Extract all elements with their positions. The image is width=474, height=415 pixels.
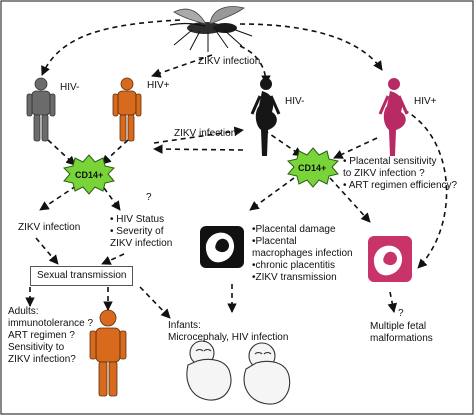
- arrow-hiv-neg-female-to-cd14: [263, 129, 303, 157]
- human-figures: [26, 77, 409, 397]
- hiv-positive-pregnant-female-figure: [378, 78, 409, 156]
- arrow-hiv-pos-female-to-cd14: [333, 137, 378, 159]
- middle-zikv-infection-label: ZIKV infection: [174, 128, 237, 139]
- arrow-male-to-female-zikv: [153, 126, 244, 144]
- arrow-uterus-to-malformations: [387, 291, 398, 313]
- adult-orange-figure: [89, 309, 127, 397]
- fetal-malformations-text: Multiple fetal malformations: [370, 321, 433, 344]
- arrow-mosquito-to-hiv-pos-male: [151, 54, 213, 78]
- arrow-sexual-transmission-to-infants: [139, 286, 171, 319]
- cd14-burst-left: [63, 154, 115, 195]
- placental-risk-factors-text: • Placental sensitivity to ZIKV infectio…: [343, 156, 458, 191]
- arrow-hiv-neg-male-to-cd14: [47, 139, 76, 166]
- hiv-negative-male-figure: [26, 77, 56, 142]
- arrow-mosquito-to-hiv-pos-female: [239, 23, 383, 71]
- connector-arrows: [25, 19, 448, 319]
- arrow-mosquito-to-hiv-neg-male: [41, 19, 181, 76]
- adult-risks-text: Adults: immunotolerance ? ART regimen ? …: [8, 306, 94, 365]
- arrow-cd14-left-to-male-factors: [103, 187, 121, 211]
- hiv-positive-female-label: HIV+: [414, 96, 437, 107]
- hiv-positive-male-figure: [112, 77, 142, 142]
- arrow-cd14-right-to-fetal-malformations: [329, 177, 371, 223]
- hiv-negative-male-label: HIV-: [60, 82, 80, 93]
- uterus-icon-dark: [200, 226, 244, 268]
- arrow-factors-to-sexual-transmission: [101, 253, 125, 265]
- arrow-cd14-left-to-zikv-infection: [39, 185, 77, 211]
- infant-right: [243, 342, 291, 405]
- sexual-transmission-box: Sexual transmission: [30, 266, 134, 286]
- cd14-bursts: [63, 147, 339, 195]
- arrow-hiv-pos-male-to-cd14: [101, 139, 129, 165]
- arrow-mosquito-to-hiv-neg-female: [239, 45, 271, 85]
- hiv-negative-female-label: HIV-: [285, 96, 305, 107]
- uterus-icons: [200, 226, 412, 282]
- question-mark-left: ?: [146, 192, 152, 203]
- cd14-burst-right: [287, 147, 339, 188]
- infant-left: [186, 340, 232, 401]
- mosquito-icon: [169, 6, 253, 52]
- arrow-zikv-to-sexual-transmission: [35, 237, 59, 265]
- uterus-icon-pink: [368, 236, 412, 282]
- arrow-hiv-pos-female-to-uterus: [403, 109, 448, 269]
- infant-sketches: [186, 340, 291, 405]
- placental-effects-text: •Placental damage •Placental macrophages…: [252, 224, 353, 283]
- cd14-left-label: CD14+: [75, 170, 104, 180]
- hiv-negative-pregnant-female-figure: [250, 78, 281, 156]
- arrow-female-to-male-zikv: [153, 144, 244, 154]
- hiv-positive-male-label: HIV+: [147, 80, 170, 91]
- cd14-right-label: CD14+: [298, 163, 327, 173]
- top-zikv-infection-label: ZIKV infection: [198, 56, 261, 67]
- zikv-infection-left-label: ZIKV infection: [18, 222, 81, 233]
- infant-outcomes-text: Infants: Microcephaly, HIV infection: [168, 320, 289, 343]
- question-mark-right: ?: [398, 308, 404, 319]
- arrow-cd14-right-to-placental-damage: [249, 177, 295, 211]
- male-risk-factors-text: • HIV Status • Severity of ZIKV infectio…: [110, 214, 173, 249]
